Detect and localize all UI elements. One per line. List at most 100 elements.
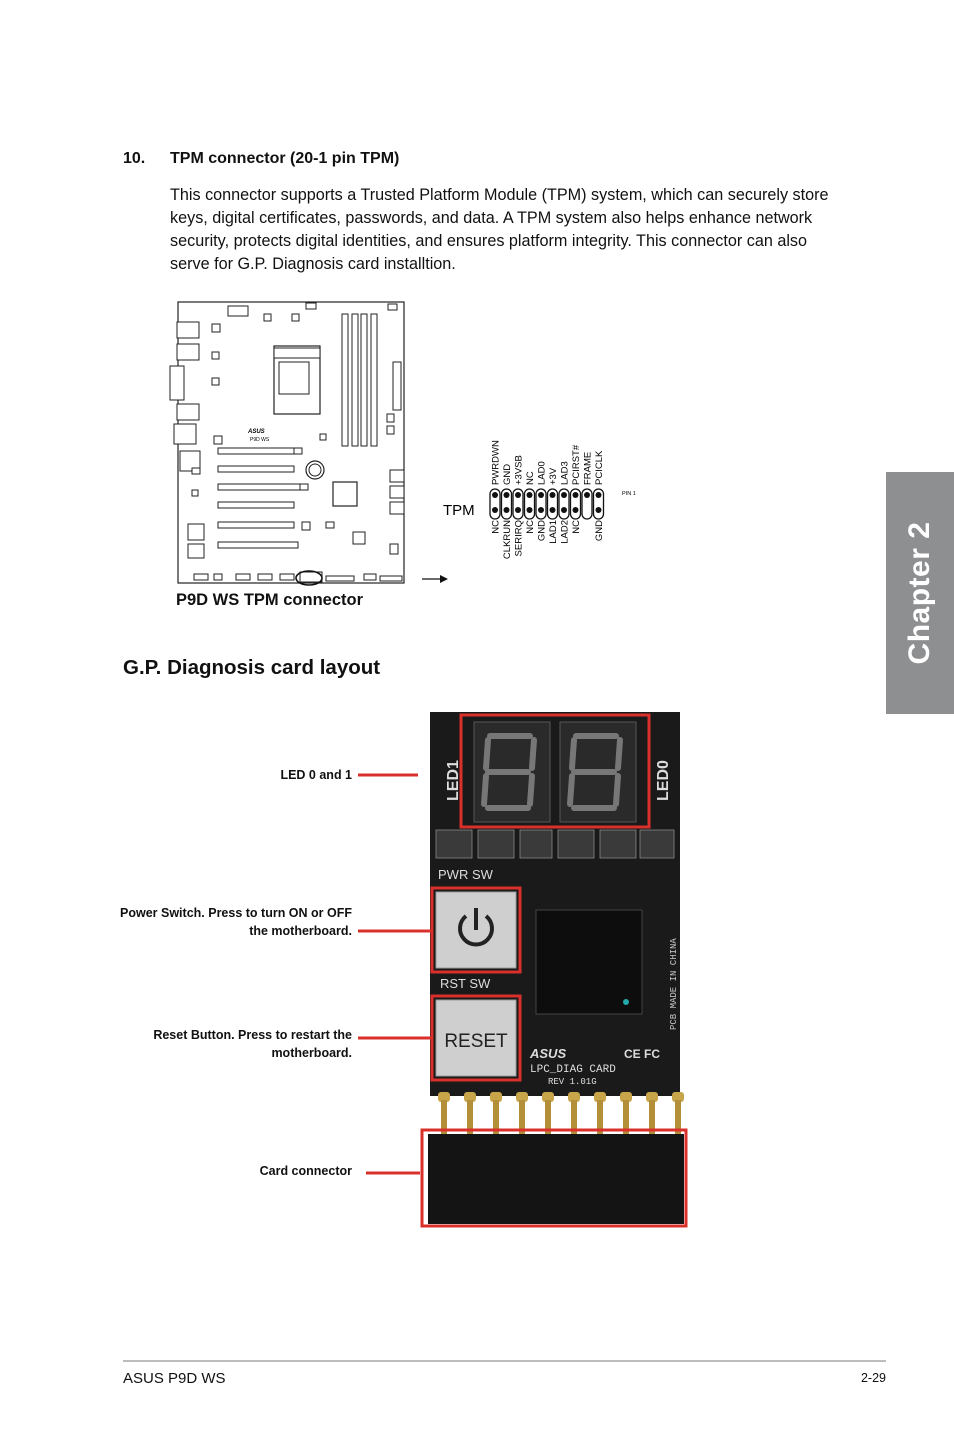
diagram-caption: P9D WS TPM connector xyxy=(176,591,364,609)
pin-label-top-5: LAD0 xyxy=(537,461,548,485)
power-icon xyxy=(458,914,494,947)
reset-button[interactable] xyxy=(435,999,517,1077)
card-model: LPC_DIAG CARD xyxy=(530,1064,616,1076)
led-highlight-box xyxy=(459,713,651,829)
tpm-pin-header: PWRDWNNCGNDCLKRUN+3VSBSERIRQNCNCLAD0GND+… xyxy=(489,440,605,559)
section-title: TPM connector (20-1 pin TPM) xyxy=(170,150,400,167)
pin-label-top-4: NC xyxy=(525,471,536,485)
card-rev: REV 1.01G xyxy=(548,1077,597,1087)
gold-pin-head-10 xyxy=(672,1092,684,1102)
pin-label-bottom-8: NC xyxy=(571,520,582,534)
gold-pin-leg-2 xyxy=(467,1100,473,1136)
rst-sw-silkscreen: RST SW xyxy=(440,976,491,991)
pin-label-bottom-4: NC xyxy=(525,520,536,534)
card-connector-housing xyxy=(428,1134,684,1224)
gold-pin-head-1 xyxy=(438,1092,450,1102)
pin-top-5 xyxy=(538,492,544,498)
pin-bottom-7 xyxy=(561,507,567,513)
pin-bottom-6 xyxy=(549,507,556,513)
gold-pin-leg-6 xyxy=(571,1100,577,1136)
gold-pin-head-3 xyxy=(490,1092,502,1102)
board-logo: ASUS xyxy=(247,429,265,435)
pin-label-top-9: FRAME xyxy=(583,452,594,485)
gold-pin-leg-10 xyxy=(675,1100,681,1136)
pin-bottom-2 xyxy=(503,507,510,513)
card-gold-pins xyxy=(438,1092,684,1136)
gold-pin-head-4 xyxy=(516,1092,528,1102)
led1-silkscreen: LED1 xyxy=(445,760,462,801)
pin-label-bottom-5: GND xyxy=(537,520,548,541)
pin-top-4 xyxy=(526,492,533,498)
callout-leader-lines xyxy=(358,773,432,1175)
pin-bottom-4 xyxy=(526,507,533,513)
gold-pin-head-7 xyxy=(594,1092,606,1102)
pin-label-bottom-2: CLKRUN xyxy=(502,520,513,559)
pin-top-3 xyxy=(515,492,521,498)
pin-bottom-1 xyxy=(492,507,498,513)
gold-pin-head-2 xyxy=(464,1092,476,1102)
pin-bottom-10 xyxy=(595,507,602,513)
gp-section-title: G.P. Diagnosis card layout xyxy=(123,656,381,679)
callout-reset-button: Reset Button. Press to restart the mothe… xyxy=(153,1028,352,1060)
led0-display xyxy=(559,721,637,823)
led0-silkscreen: LED0 xyxy=(655,760,672,801)
gold-pin-head-5 xyxy=(542,1092,554,1102)
gold-pin-leg-3 xyxy=(493,1100,499,1136)
page-number: 2-29 xyxy=(860,1371,886,1385)
gold-pin-leg-7 xyxy=(597,1100,603,1136)
pin-label-top-6: +3V xyxy=(548,467,559,485)
chapter-tab-label: Chapter 2 xyxy=(903,521,936,665)
pin-top-9 xyxy=(584,492,590,498)
tpm-connector-label: TPM xyxy=(443,502,475,519)
tpm-highlight-ring xyxy=(295,570,323,586)
section-body: This connector supports a Trusted Platfo… xyxy=(170,186,829,273)
footer-rule xyxy=(123,1360,886,1362)
pin-label-top-7: LAD3 xyxy=(560,461,571,485)
card-ce-mark: CE FC xyxy=(624,1047,660,1061)
pointer-arrow xyxy=(440,575,448,583)
resistor-networks xyxy=(435,829,675,859)
chip-dot xyxy=(623,999,629,1005)
pin-label-top-1: PWRDWN xyxy=(491,440,502,485)
pin-top-10 xyxy=(595,492,602,498)
pin-bottom-8 xyxy=(572,507,579,513)
gold-pin-leg-4 xyxy=(519,1100,525,1136)
pin-label-top-10: PCICLK xyxy=(594,450,605,485)
callout-led: LED 0 and 1 xyxy=(280,768,352,782)
callout-card-connector: Card connector xyxy=(259,1164,352,1178)
motherboard-outline: ASUS P9D WS xyxy=(169,301,405,586)
gold-pin-head-6 xyxy=(568,1092,580,1102)
lpc-chip xyxy=(535,909,643,1015)
gold-pin-leg-9 xyxy=(649,1100,655,1136)
pin-label-top-2: GND xyxy=(502,464,513,485)
gold-pin-head-9 xyxy=(646,1092,658,1102)
gold-pin-head-8 xyxy=(620,1092,632,1102)
pin-label-bottom-7: LAD2 xyxy=(560,520,571,544)
reset-button-label: RESET xyxy=(444,1031,508,1052)
motherboard-tpm-diagram: ASUS P9D WS xyxy=(169,301,636,586)
footer-product: ASUS P9D WS xyxy=(123,1370,226,1387)
pin-label-top-8: PCIRST# xyxy=(571,444,582,485)
chapter-tab: Chapter 2 xyxy=(886,472,954,714)
pin-label-bottom-3: SERIRQ xyxy=(514,520,525,556)
gold-pin-leg-5 xyxy=(545,1100,551,1136)
card-made-in: PCB MADE IN CHINA xyxy=(669,938,679,1030)
pin-top-8 xyxy=(572,492,579,498)
gold-pin-leg-8 xyxy=(623,1100,629,1136)
pin-top-2 xyxy=(503,492,510,498)
gold-pin-leg-1 xyxy=(441,1100,447,1136)
diagnosis-card-figure: LED1 LED0 PWR SW RST SW RESET ASUS LPC_D… xyxy=(420,712,688,1228)
pin-bottom-3 xyxy=(515,507,521,513)
pin-top-1 xyxy=(492,492,498,498)
pin-bottom-5 xyxy=(538,507,544,513)
card-brand: ASUS xyxy=(529,1046,566,1061)
connector-highlight-box xyxy=(420,1128,688,1228)
pin-label-bottom-1: NC xyxy=(491,520,502,534)
pin-top-7 xyxy=(561,492,567,498)
pin1-label: PIN 1 xyxy=(622,491,636,497)
pin-top-6 xyxy=(549,492,556,498)
section-number: 10. xyxy=(123,150,146,167)
board-name: P9D WS xyxy=(250,437,270,443)
pwr-sw-silkscreen: PWR SW xyxy=(438,867,494,882)
pin-label-bottom-6: LAD1 xyxy=(548,520,559,544)
